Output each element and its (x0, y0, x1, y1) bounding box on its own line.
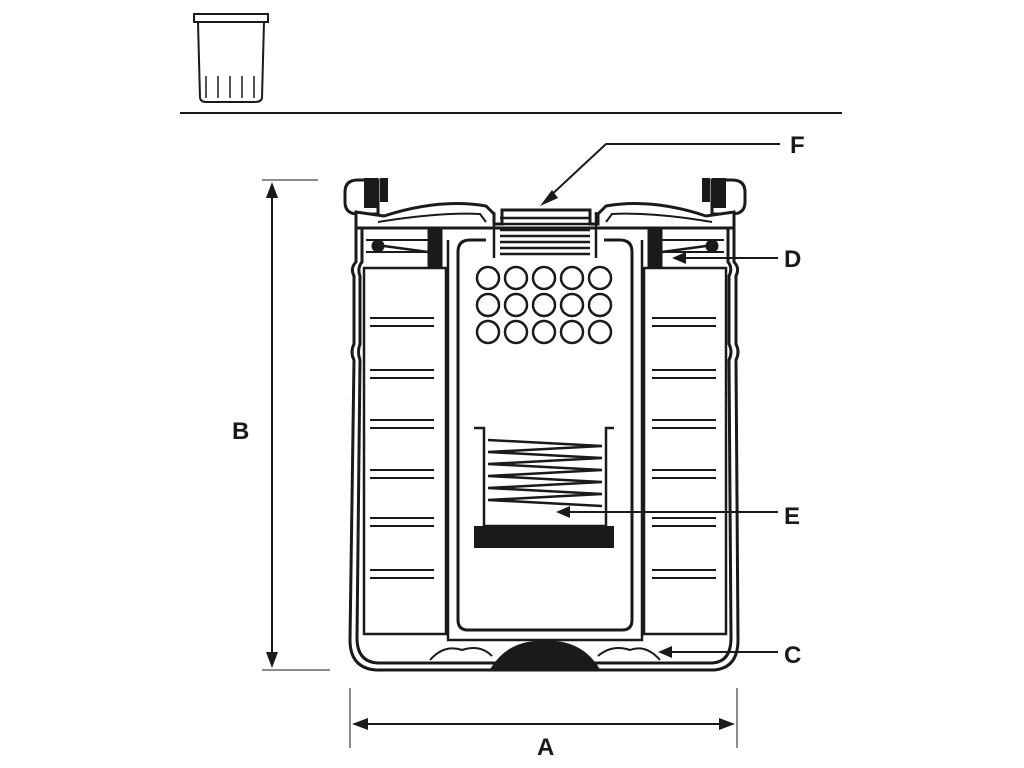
callout-c (658, 646, 778, 658)
label-a: A (537, 734, 554, 761)
dimension-a (349, 688, 738, 748)
filter-thumbnail-icon (193, 13, 269, 103)
top-plate (343, 178, 747, 230)
label-e: E (784, 503, 800, 530)
top-bolts (364, 178, 726, 208)
center-tube-perforations (475, 265, 613, 345)
center-tube (446, 238, 644, 642)
threaded-outlet (492, 212, 598, 258)
callout-f (540, 143, 780, 206)
label-c: C (784, 642, 801, 669)
dimension-b (262, 179, 330, 671)
label-f: F (790, 132, 805, 159)
label-b: B (232, 418, 249, 445)
bottom-seal (429, 640, 661, 669)
filter-media-left (362, 266, 448, 636)
callout-d (672, 252, 778, 264)
relief-valve-spring (474, 426, 614, 548)
filter-media-right (642, 266, 728, 636)
label-d: D (784, 246, 801, 273)
callout-e (556, 506, 778, 518)
